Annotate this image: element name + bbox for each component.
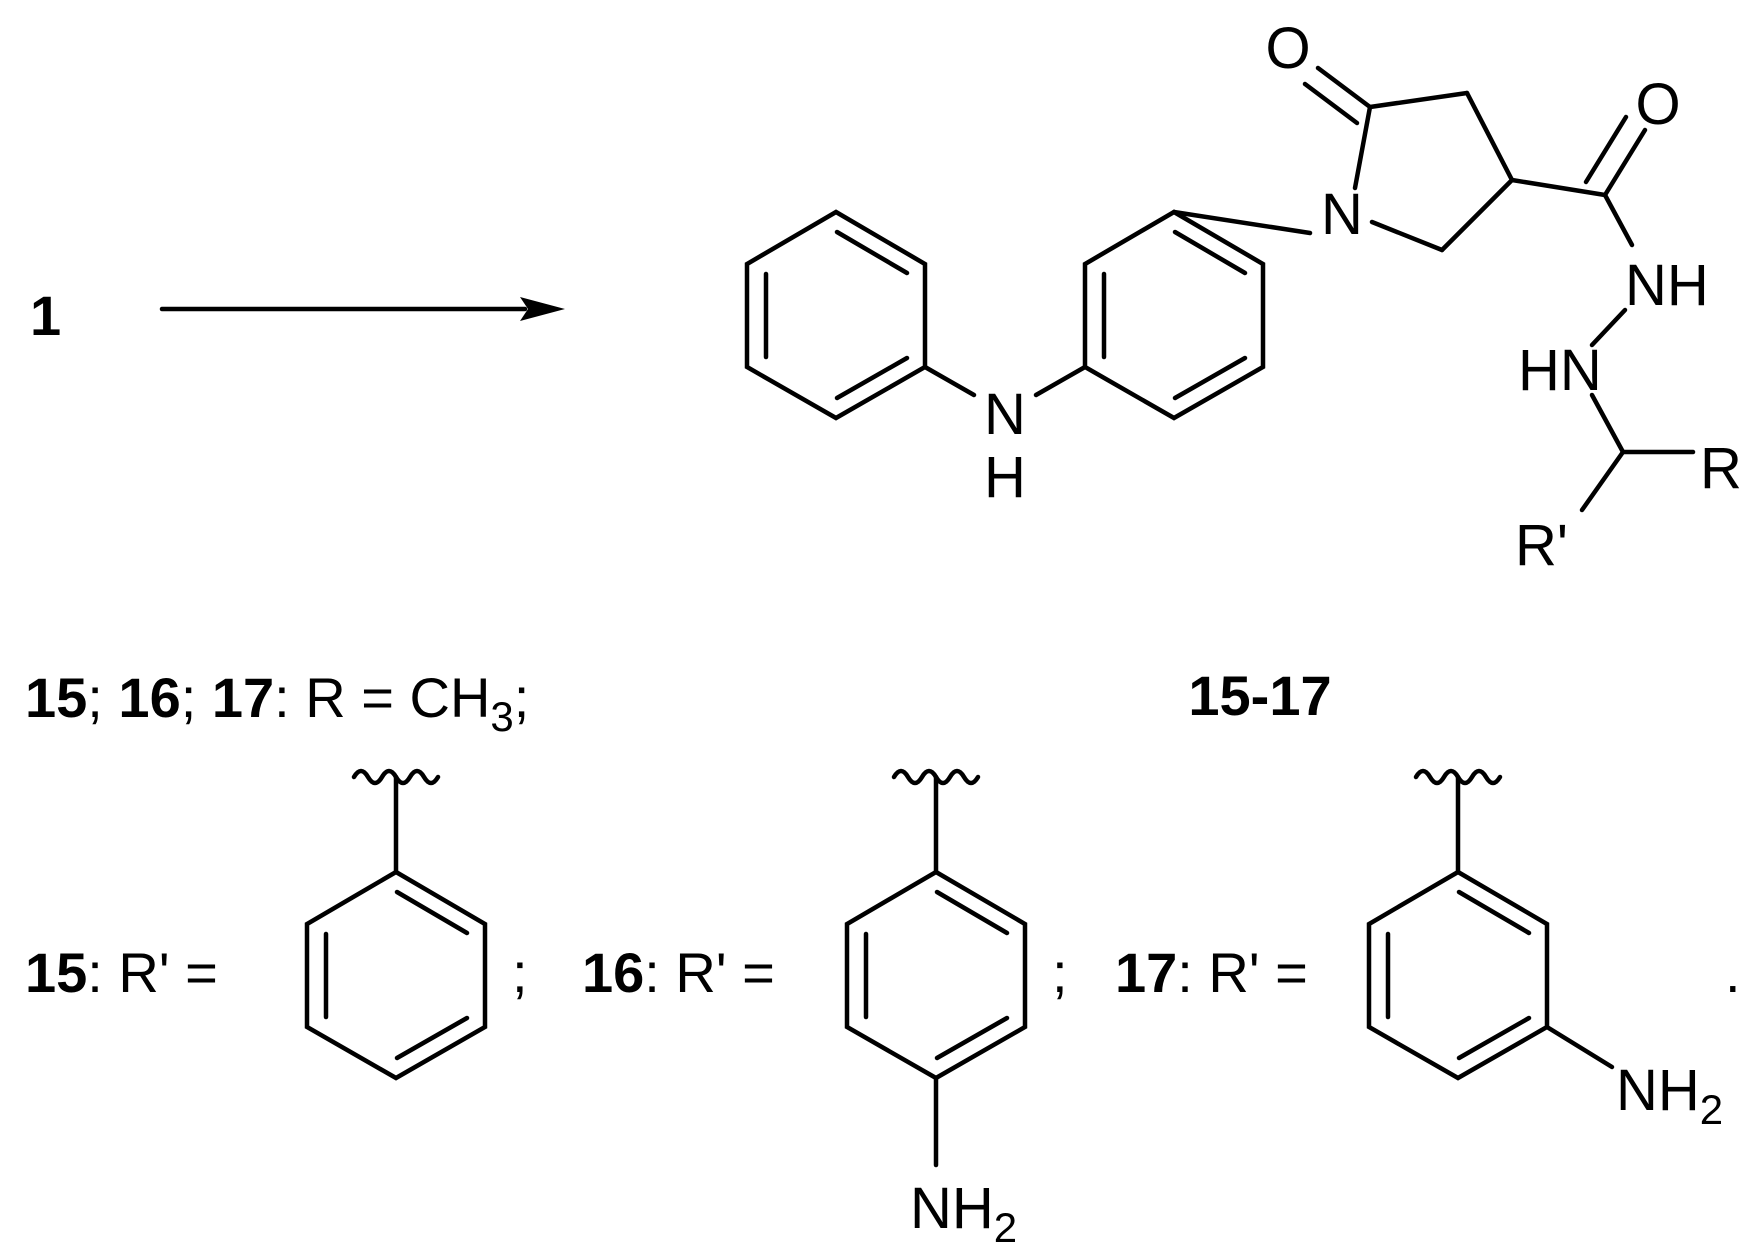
bond-phenyl-nh: [922, 364, 977, 398]
r-prime-label: R': [1515, 513, 1568, 578]
reactant-label: 1: [30, 284, 61, 347]
r-equals-ch: : R = CH: [274, 666, 490, 729]
bond-c-nh: [1602, 192, 1635, 248]
r-prime-equals: : R' =: [87, 941, 218, 1004]
lactam-o-label: O: [1265, 16, 1310, 81]
r-prime-definition-16: 16: R' =: [582, 941, 775, 1004]
amino-subscript: 2: [994, 1204, 1017, 1244]
hydrazine-hn-label: HN: [1518, 338, 1602, 403]
amino-n-label: NH: [910, 1176, 994, 1241]
ch3-subscript: 3: [490, 693, 513, 740]
amine-n-label: N: [984, 382, 1026, 447]
amide-nh-label: NH: [1625, 253, 1709, 318]
compound-16-label: 16: [118, 666, 180, 729]
r-prime-definition-17: 17: R' =: [1115, 941, 1308, 1004]
separator: ;: [87, 666, 118, 729]
bond-ring-amide-c: [1509, 177, 1608, 198]
bond-nh-aryl: [1033, 364, 1088, 398]
amide-carbonyl: [1583, 114, 1648, 198]
bond-aryl-n: [1171, 209, 1313, 236]
compound-17-label: 17: [212, 666, 274, 729]
r-definition: 15; 16; 17: R = CH3;: [25, 666, 529, 740]
r-prime-equals: : R' =: [644, 941, 775, 1004]
compound-17-label: 17: [1115, 941, 1177, 1004]
aminophenyl-substituent-17: [1366, 768, 1615, 1081]
pyrrolidinone-ring: [1352, 90, 1515, 253]
amine-h-label: H: [984, 445, 1026, 510]
separator: ;: [181, 666, 212, 729]
amino-subscript: 2: [1700, 1086, 1723, 1133]
phenylene-ring: [1082, 209, 1266, 421]
amide-o-label: O: [1635, 72, 1680, 137]
phenyl-substituent-15: [304, 768, 488, 1081]
compound-15-label: 15: [25, 941, 87, 1004]
product-label: 15-17: [1188, 664, 1331, 727]
amino-group-17: NH2: [1616, 1058, 1723, 1133]
r-prime-definition-15: 15: R' =: [25, 941, 218, 1004]
product-structure: N H N O O: [744, 16, 1742, 578]
r-label: R: [1700, 436, 1742, 501]
separator-semicolon: ;: [1052, 941, 1068, 1004]
bond-ch-rprime: [1579, 449, 1626, 513]
bond-n-n: [1589, 307, 1628, 348]
bond-n-ch: [1589, 392, 1626, 455]
amino-group-16: NH2: [910, 1176, 1017, 1244]
aminophenyl-substituent-16: [844, 768, 1028, 1168]
ring-n-label: N: [1321, 182, 1363, 247]
phenyl-ring: [744, 209, 928, 421]
r-prime-equals: : R' =: [1177, 941, 1308, 1004]
line-end: ;: [514, 666, 530, 729]
lactam-carbonyl: [1302, 65, 1373, 126]
final-period: .: [1725, 941, 1741, 1004]
compound-16-label: 16: [582, 941, 644, 1004]
compound-15-label: 15: [25, 666, 87, 729]
reaction-arrow: [159, 297, 565, 321]
separator-semicolon: ;: [512, 941, 528, 1004]
amino-n-label: NH: [1616, 1058, 1700, 1123]
